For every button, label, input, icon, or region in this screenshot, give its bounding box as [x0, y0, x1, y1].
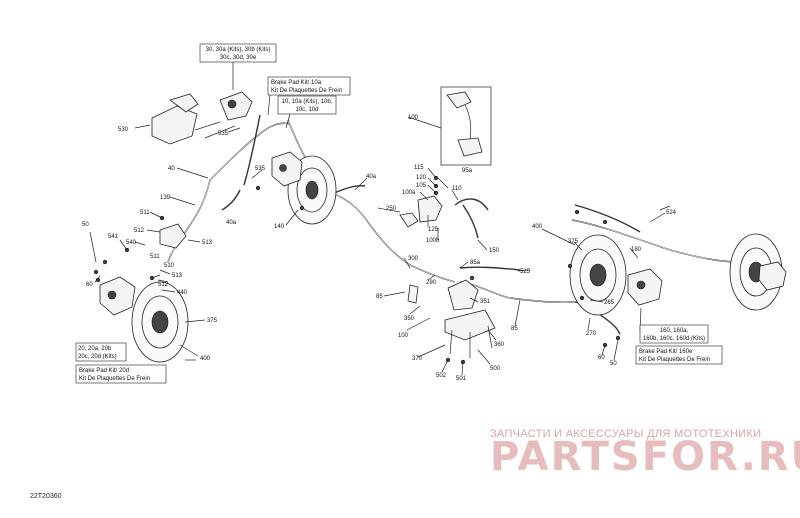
part-label: 85 — [376, 294, 383, 300]
diagram-code: 22T20360 — [30, 493, 62, 500]
part-label: 400 — [532, 224, 543, 230]
ref-20-line1: 20, 20a, 20b — [78, 346, 112, 352]
part-label: 50 — [82, 222, 89, 228]
part-label: 100b — [426, 238, 440, 244]
part-label: 60 — [598, 355, 605, 361]
part-label: 100a — [402, 190, 416, 196]
callout-brake-kit-160: Brake Pad Kit/ 160e Kit De Plaquettes De… — [635, 345, 723, 365]
leader-lines — [89, 48, 666, 376]
callout-top-line2: 30c, 30d, 30e — [220, 55, 257, 61]
part-label: 40a — [226, 220, 237, 226]
part-label: 524 — [666, 210, 677, 216]
callout-ref-10: 10, 10a (Kits), 10b, 10c, 10d — [277, 95, 337, 115]
brake-kit-10-line2: Kit De Plaquettes De Frein — [271, 88, 342, 94]
part-label: 525 — [520, 269, 531, 275]
watermark: ЗАПЧАСТИ И АКСЕССУАРЫ ДЛЯ МОТОТЕХНИКИ PA… — [490, 428, 800, 480]
brake-kit-160-line2: Kit De Plaquettes De Frein — [639, 357, 710, 363]
part-label: 513 — [172, 273, 183, 279]
callout-top-line1: 30, 30a (Kits), 30b (Kits) — [206, 47, 271, 53]
ref-160-line2: 160b, 160c, 160d (Kits) — [643, 336, 705, 342]
part-label: 85a — [470, 260, 481, 266]
part-label: 540 — [126, 240, 137, 246]
part-label: 511 — [140, 210, 150, 216]
part-label: 375 — [568, 239, 579, 245]
part-label: 60 — [86, 282, 93, 288]
part-label: 115 — [414, 165, 424, 171]
watermark-brand: PARTSFOR.RU — [490, 434, 800, 480]
fasteners — [93, 175, 621, 365]
callout-top: 30, 30a (Kits), 30b (Kits) 30c, 30d, 30e — [199, 43, 277, 63]
part-label: 511 — [150, 254, 160, 260]
brake-kit-20-line1: Brake Pad Kit/ 20d — [79, 368, 129, 374]
part-label: 510 — [164, 263, 175, 269]
part-label: 180 — [631, 247, 642, 253]
part-label: 501 — [456, 376, 467, 382]
part-label: 150 — [489, 248, 500, 254]
part-label: 125 — [428, 227, 439, 233]
ref-20-line2: 20c, 20d (Kits) — [78, 354, 117, 360]
part-label: 270 — [586, 331, 597, 337]
brake-kit-20-line2: Kit De Plaquettes De Frein — [79, 376, 150, 382]
part-label: 530 — [118, 127, 129, 133]
part-label: 375 — [207, 318, 218, 324]
part-label: 500 — [490, 366, 501, 372]
part-label: 440 — [177, 290, 188, 296]
part-label: 50 — [610, 361, 617, 367]
part-label: 290 — [426, 280, 437, 286]
callout-brake-kit-10: Brake Pad Kit/ 10a Kit De Plaquettes De … — [267, 76, 351, 96]
part-label: 139 — [160, 195, 171, 201]
callout-ref-20: 20, 20a, 20b 20c, 20d (Kits) — [75, 342, 127, 362]
brake-kit-160-line1: Brake Pad Kit/ 160e — [639, 349, 693, 355]
part-labels: 530 535 40 139 511 512 40a 50 541 540 51… — [82, 115, 677, 382]
part-label: 351 — [480, 299, 491, 305]
part-label: 140 — [274, 224, 285, 230]
ref-10-line1: 10, 10a (Kits), 10b, — [282, 99, 333, 105]
part-label: 100 — [398, 333, 409, 339]
part-label: 40 — [168, 166, 175, 172]
part-label: 512 — [158, 282, 169, 288]
brake-kit-10-line1: Brake Pad Kit/ 10a — [271, 80, 322, 86]
part-label: 502 — [436, 373, 447, 379]
part-label: 100 — [408, 115, 419, 121]
part-label: 40a — [366, 174, 377, 180]
ref-160-line1: 160, 160a, — [660, 328, 689, 334]
brake-discs — [131, 155, 783, 363]
watermark-tagline: ЗАПЧАСТИ И АКСЕССУАРЫ ДЛЯ МОТОТЕХНИКИ — [490, 428, 761, 440]
part-label: 95a — [462, 168, 473, 174]
rear-right-disc — [729, 233, 783, 311]
components — [99, 86, 787, 358]
part-label: 120 — [416, 175, 427, 181]
part-label: 105 — [416, 183, 427, 189]
part-label: 535 — [218, 131, 229, 137]
part-label: 513 — [202, 240, 213, 246]
ref-10-line2: 10c, 10d — [295, 107, 318, 113]
front-left-disc — [131, 281, 189, 363]
part-label: 535 — [255, 166, 266, 172]
part-label: 350 — [404, 316, 415, 322]
part-label: 512 — [134, 228, 145, 234]
part-label: 541 — [108, 234, 119, 240]
part-label: 400 — [200, 356, 211, 362]
part-label: 265 — [604, 300, 615, 306]
part-label: 360 — [494, 342, 505, 348]
rear-left-disc — [569, 234, 627, 316]
part-label: 250 — [386, 206, 397, 212]
callout-brake-kit-20: Brake Pad Kit/ 20d Kit De Plaquettes De … — [75, 364, 167, 384]
part-label: 300 — [408, 256, 419, 262]
part-label: 110 — [452, 186, 462, 192]
part-label: 85 — [511, 326, 518, 332]
callout-ref-160: 160, 160a, 160b, 160c, 160d (Kits) — [639, 324, 709, 344]
part-label: 370 — [412, 356, 423, 362]
